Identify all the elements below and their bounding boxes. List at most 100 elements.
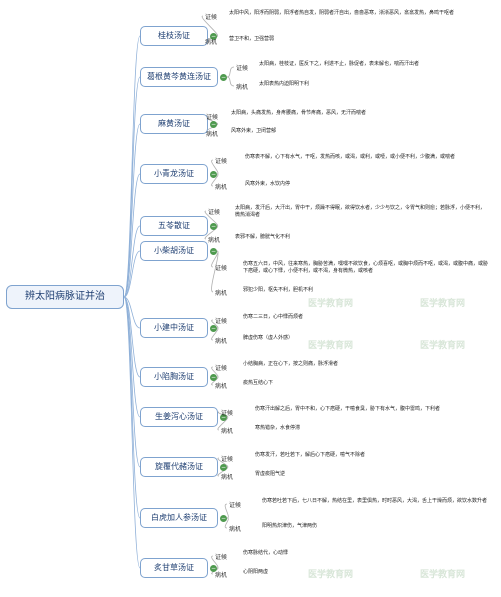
connector-line xyxy=(123,296,141,519)
topic-node[interactable]: 五苓散证 xyxy=(140,216,208,236)
label-bingji: 病机 xyxy=(215,184,228,191)
connector-line xyxy=(204,210,219,227)
topic-node[interactable]: 小柴胡汤证 xyxy=(140,241,208,261)
bingji-text: 太阳表热内迫阳明下利 xyxy=(259,81,310,87)
connector-line xyxy=(217,466,229,477)
label-bingji: 病机 xyxy=(215,383,228,390)
label-bingji: 病机 xyxy=(208,237,221,244)
collapse-toggle-icon[interactable]: − xyxy=(210,120,217,128)
bingji-text: 营卫不和，卫强营弱 xyxy=(229,36,275,42)
connector-line xyxy=(226,66,235,78)
label-bingji: 病机 xyxy=(221,428,234,435)
connector-line xyxy=(211,250,219,293)
connector-line xyxy=(211,376,219,386)
zhenghou-text: 伤寒若吐若下后，七八日不解，热结在里，表里俱热，时时恶风，大渴，舌上干燥而烦，欲… xyxy=(262,498,488,504)
label-bingji: 病机 xyxy=(236,84,249,91)
bingji-text: 表邪不解，膀胱气化不利 xyxy=(235,234,291,240)
watermark: 医学教育网 xyxy=(420,299,466,309)
zhenghou-text: 伤寒发汗，若吐若下，解后心下痞硬，噫气不除者 xyxy=(255,452,366,458)
label-bingji: 病机 xyxy=(205,39,218,46)
connector-line xyxy=(211,159,219,175)
topic-node[interactable]: 葛根黄芩黄连汤证 xyxy=(140,67,218,87)
watermark: 医学教育网 xyxy=(420,570,466,580)
connector-line xyxy=(224,503,229,519)
zhenghou-text: 伤寒表不解，心下有水气，干呕，发热而咳，或渴，或利，或噎，或小便不利，少腹满，或… xyxy=(245,154,456,160)
zhenghou-text: 伤寒脉结代，心动悸 xyxy=(243,550,289,556)
topic-node[interactable]: 小陷胸汤证 xyxy=(140,367,208,387)
connector-line xyxy=(123,173,141,298)
label-zhenghou: 证候 xyxy=(215,365,228,372)
connector-line xyxy=(224,517,229,529)
zhenghou-text: 太阳病，头痛发热，身疼腰痛，骨节疼痛，恶风，无汗而喘者 xyxy=(231,110,367,116)
connector-line xyxy=(123,225,141,298)
label-zhenghou: 证候 xyxy=(229,502,242,509)
label-zhenghou: 证候 xyxy=(215,158,228,165)
connector-line xyxy=(201,15,218,37)
connector-line xyxy=(211,327,219,341)
label-bingji: 病机 xyxy=(206,131,219,138)
bingji-text: 脾虚伤寒（虚人外感） xyxy=(243,335,294,341)
watermark: 医学教育网 xyxy=(308,570,354,580)
connector-line xyxy=(123,35,141,298)
root-node[interactable]: 辨太阳病脉证并治 xyxy=(6,285,124,309)
label-zhenghou: 证候 xyxy=(221,410,234,417)
zhenghou-text: 伤寒二三日，心中悸而烦者 xyxy=(243,314,304,320)
zhenghou-text: 太阳病，发汗后，大汗出，胃中干，烦躁不得眠，欲得饮水者，少少与饮之，令胃气和则愈… xyxy=(235,205,486,218)
label-zhenghou: 证候 xyxy=(205,14,218,21)
collapse-toggle-icon[interactable]: − xyxy=(220,514,227,522)
collapse-toggle-icon[interactable]: − xyxy=(220,463,227,471)
collapse-toggle-icon[interactable]: − xyxy=(210,32,217,40)
topic-node[interactable]: 麻黄汤证 xyxy=(140,114,208,134)
watermark: 医学教育网 xyxy=(308,341,354,351)
connector-line xyxy=(226,76,235,87)
label-bingji: 病机 xyxy=(215,290,228,297)
label-zhenghou: 证候 xyxy=(236,65,249,72)
zhenghou-text: 太阳中风，阳浮而阴弱，阳浮者热自发，阴弱者汗自出，啬啬恶寒，淅淅恶风，翕翕发热，… xyxy=(229,10,455,16)
label-bingji: 病机 xyxy=(215,338,228,345)
bingji-text: 邪犯少阳，枢失不利，胆机不利 xyxy=(243,287,314,293)
watermark: 医学教育网 xyxy=(420,341,466,351)
topic-node[interactable]: 炙甘草汤证 xyxy=(140,558,208,578)
collapse-toggle-icon[interactable]: − xyxy=(210,247,217,255)
connector-line xyxy=(211,173,219,187)
label-zhenghou: 证候 xyxy=(215,318,228,325)
collapse-toggle-icon[interactable]: − xyxy=(210,170,217,178)
topic-node[interactable]: 生姜泻心汤证 xyxy=(140,407,218,427)
zhenghou-text: 小结胸病，正在心下，按之则痛，脉浮滑者 xyxy=(243,361,339,367)
topic-node[interactable]: 小建中汤证 xyxy=(140,318,208,338)
bingji-text: 寒热错杂，水食停滞 xyxy=(255,425,301,431)
topic-node[interactable]: 旋覆代赭汤证 xyxy=(140,457,218,477)
connector-line xyxy=(204,225,219,240)
label-zhenghou: 证候 xyxy=(208,209,221,216)
bingji-text: 痰热互结心下 xyxy=(243,380,274,386)
connector-line xyxy=(123,250,141,298)
zhenghou-text: 伤寒汗出解之后，胃中不和，心下痞硬，干噫食臭，胁下有水气，腹中雷鸣，下利者 xyxy=(255,406,441,412)
collapse-toggle-icon[interactable]: − xyxy=(210,373,217,381)
label-zhenghou: 证候 xyxy=(215,265,228,272)
topic-node[interactable]: 小青龙汤证 xyxy=(140,164,208,184)
collapse-toggle-icon[interactable]: − xyxy=(220,73,227,81)
bingji-text: 阳明热炽津伤，气津两伤 xyxy=(262,523,318,529)
connector-line xyxy=(217,416,229,431)
zhenghou-text: 太阳病，桂枝证，医反下之，利遂不止，脉促者，表未解也，喘而汗出者 xyxy=(259,61,420,67)
collapse-toggle-icon[interactable]: − xyxy=(220,413,227,421)
connector-line xyxy=(123,296,141,569)
label-bingji: 病机 xyxy=(221,474,234,481)
topic-node[interactable]: 桂枝汤证 xyxy=(140,26,208,46)
bingji-text: 风寒外束，卫闭营郁 xyxy=(231,128,277,134)
collapse-toggle-icon[interactable]: − xyxy=(210,324,217,332)
collapse-toggle-icon[interactable]: − xyxy=(210,222,217,230)
topic-node[interactable]: 白虎加人参汤证 xyxy=(140,508,218,528)
collapse-toggle-icon[interactable]: − xyxy=(210,564,217,572)
label-zhenghou: 证候 xyxy=(215,554,228,561)
label-zhenghou: 证候 xyxy=(221,456,234,463)
connector-line xyxy=(123,123,141,298)
watermark: 医学教育网 xyxy=(308,299,354,309)
bingji-text: 心阴阳两虚 xyxy=(243,569,269,575)
label-bingji: 病机 xyxy=(215,572,228,579)
zhenghou-text: 伤寒五六日，中风，往来寒热，胸胁苦满，嘿嘿不欲饮食，心烦喜呕，或胸中烦而不呕，或… xyxy=(243,261,489,274)
bingji-text: 风寒外束，水饮内停 xyxy=(245,181,291,187)
label-zhenghou: 证候 xyxy=(206,114,219,121)
label-bingji: 病机 xyxy=(229,526,242,533)
connector-line xyxy=(123,296,141,378)
